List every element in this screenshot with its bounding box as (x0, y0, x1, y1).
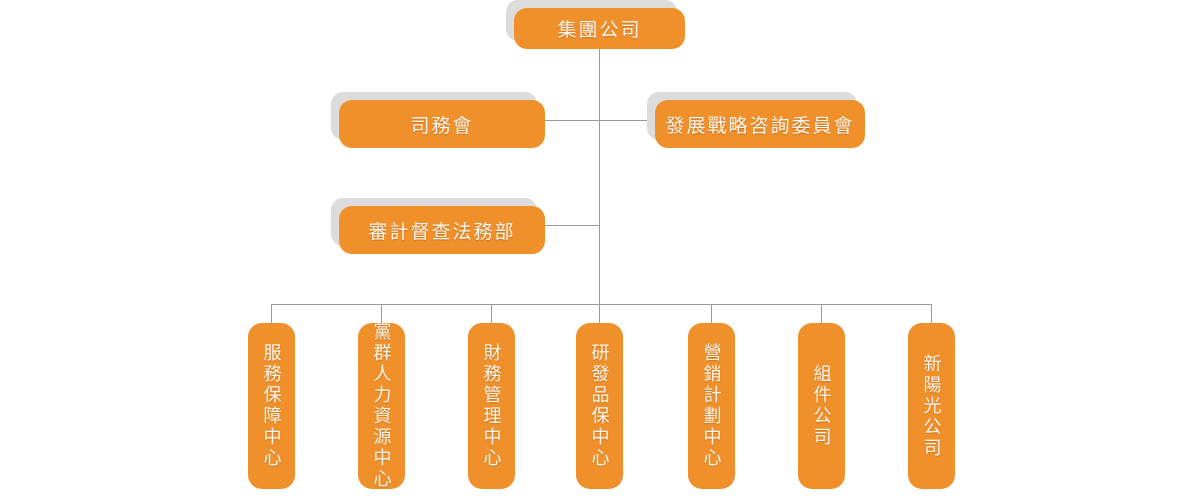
node-label: 組件公司 (811, 364, 832, 448)
connector-drop-1 (271, 304, 272, 323)
connector-drop-6 (821, 304, 822, 323)
node-body: 新陽光公司 (908, 323, 955, 489)
node-body: 營銷計劃中心 (688, 323, 735, 489)
node-label: 新陽光公司 (921, 353, 942, 459)
node-label: 發展戰略咨詢委員會 (665, 115, 855, 137)
node-body: 研發品保中心 (576, 323, 623, 489)
node-body: 審計督查法務部 (339, 206, 545, 254)
node-label: 營銷計劃中心 (701, 343, 722, 469)
connector-drop-7 (931, 304, 932, 323)
node-label: 研發品保中心 (589, 343, 610, 469)
node-label: 黨群人力資源中心 (371, 322, 392, 490)
node-label: 服務保障中心 (261, 343, 282, 469)
node-service-support-center[interactable]: 服務保障中心 (248, 323, 295, 489)
connector-drop-3 (491, 304, 492, 323)
node-body: 司務會 (339, 100, 545, 148)
node-body: 組件公司 (798, 323, 845, 489)
node-development-strategy-advisory-committee[interactable]: 發展戰略咨詢委員會 (647, 92, 865, 148)
node-group-company[interactable]: 集團公司 (506, 0, 685, 49)
node-module-company[interactable]: 組件公司 (798, 323, 845, 489)
node-marketing-planning-center[interactable]: 營銷計劃中心 (688, 323, 735, 489)
connector-drop-4 (599, 304, 600, 323)
node-label: 財務管理中心 (481, 343, 502, 469)
node-body: 財務管理中心 (468, 323, 515, 489)
node-financial-management-center[interactable]: 財務管理中心 (468, 323, 515, 489)
node-body: 服務保障中心 (248, 323, 295, 489)
node-label: 集團公司 (557, 20, 642, 41)
connector-to-siwuhui (545, 120, 600, 121)
connector-drop-5 (711, 304, 712, 323)
node-body: 黨群人力資源中心 (358, 322, 405, 490)
node-rnd-quality-assurance-center[interactable]: 研發品保中心 (576, 323, 623, 489)
node-body: 集團公司 (514, 8, 685, 49)
connector-to-advisory-committee (599, 120, 655, 121)
node-label: 司務會 (410, 115, 474, 137)
node-new-sunshine-company[interactable]: 新陽光公司 (908, 323, 955, 489)
node-siwuhui[interactable]: 司務會 (331, 92, 545, 148)
node-party-hr-resources-center[interactable]: 黨群人力資源中心 (358, 322, 405, 490)
connector-to-audit-dept (545, 225, 600, 226)
node-audit-supervision-legal-dept[interactable]: 審計督查法務部 (331, 198, 545, 254)
connector-spine-root (599, 49, 600, 304)
connector-department-bus (271, 304, 932, 305)
node-body: 發展戰略咨詢委員會 (655, 100, 865, 148)
node-label: 審計督查法務部 (368, 221, 516, 243)
connector-drop-2 (381, 304, 382, 323)
